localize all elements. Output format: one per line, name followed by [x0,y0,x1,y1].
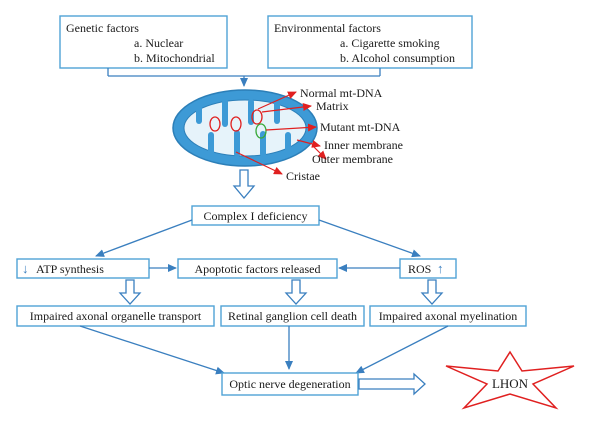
myelination-box: Impaired axonal myelination [369,305,527,327]
axonal-transport-box: Impaired axonal organelle transport [16,305,215,327]
cristae-folds [196,99,291,157]
atp-synthesis-box: ↓ ATP synthesis [16,258,150,279]
label-outer-membrane: Outer membrane [312,152,393,166]
environmental-factors-title: Environmental factors [274,21,381,35]
label-mutant-mtdna: Mutant mt-DNA [320,120,401,134]
env-factor-alcohol: b. Alcohol consumption [340,51,455,65]
atp-synthesis-label: ATP synthesis [36,262,104,276]
rgc-death-label: Retinal ganglion cell death [228,309,357,323]
apoptotic-label: Apoptotic factors released [195,262,321,276]
ros-label: ROS [408,262,431,276]
hollow-arrow-down [232,169,256,200]
complex-i-label: Complex I deficiency [204,209,308,223]
normal-mtdna-ring [251,109,263,125]
up-arrow-icon: ↑ [437,261,444,276]
myelination-label: Impaired axonal myelination [379,309,518,323]
axonal-transport-label: Impaired axonal organelle transport [30,309,202,323]
hollow-arrow-down [118,279,142,305]
hollow-arrow-down [284,279,308,305]
hollow-arrows-row2 [118,279,444,305]
normal-mtdna-ring [230,116,242,132]
hollow-arrow-right [358,372,426,396]
genetic-factors-box: Genetic factors a. Nuclear b. Mitochondr… [59,15,228,69]
genetic-factors-title: Genetic factors [66,21,139,35]
label-matrix: Matrix [316,99,349,113]
label-cristae: Cristae [286,169,320,183]
factors-connector [107,68,381,87]
lhon-star: LHON [445,350,575,410]
optic-nerve-box: Optic nerve degeneration [221,372,359,396]
ros-box: ROS ↑ [399,258,457,279]
hollow-arrow-down [420,279,444,305]
genetic-factor-mitochondrial: b. Mitochondrial [134,51,215,65]
complex-i-arrows [95,219,421,258]
normal-mtdna-ring [209,116,221,132]
apoptotic-box: Apoptotic factors released [177,258,338,279]
mitochondrion-pointers [235,91,327,175]
complex-i-box: Complex I deficiency [191,205,320,226]
label-inner-membrane: Inner membrane [324,138,403,152]
down-arrow-icon: ↓ [22,261,29,276]
converging-arrows [79,325,449,375]
environmental-factors-box: Environmental factors a. Cigarette smoki… [267,15,473,69]
env-factor-smoking: a. Cigarette smoking [340,36,440,50]
mitochondrion-illustration [172,89,318,167]
rgc-death-box: Retinal ganglion cell death [220,305,365,327]
lhon-label: LHON [492,376,529,391]
genetic-factor-nuclear: a. Nuclear [134,36,183,50]
mutant-mtdna-ring [255,123,267,139]
label-normal-mtdna: Normal mt-DNA [300,86,383,100]
optic-nerve-label: Optic nerve degeneration [229,377,350,391]
